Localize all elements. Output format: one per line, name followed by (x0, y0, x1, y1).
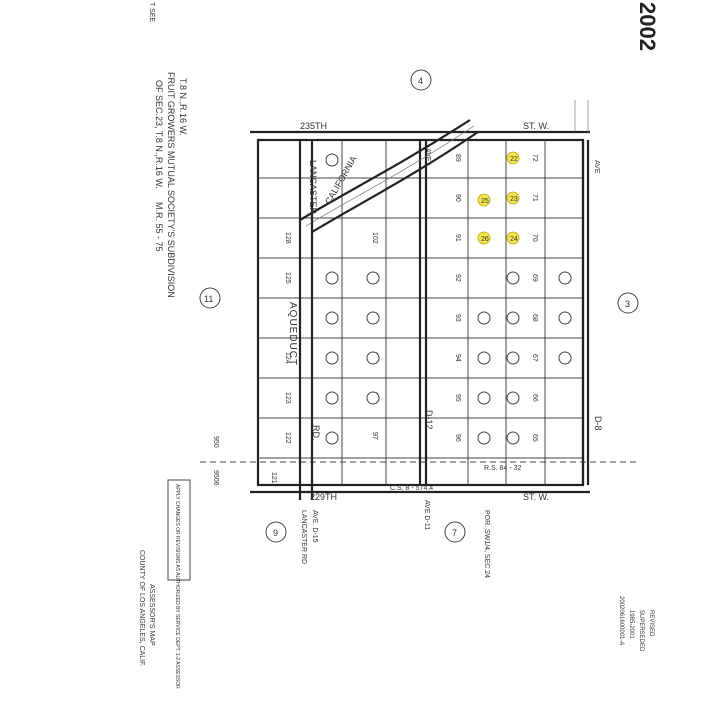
lot-numbers-col3: 89 90 91 92 93 94 95 96 (454, 154, 461, 442)
california-aqueduct (299, 119, 479, 233)
highlighted-parcel (477, 193, 491, 207)
corner-fragment: T SEE (148, 2, 155, 22)
lot-number: 91 (454, 234, 461, 242)
street-st-w-bottom: ST. W. (523, 492, 549, 502)
section-label: 4 (418, 76, 423, 86)
parcel-label: 26 (481, 236, 489, 243)
street-aqueduct: AQUEDUCT (287, 302, 298, 366)
revision-block: REVISED SUPERSEDED 1985-2001 20020616000… (618, 596, 654, 652)
lot-number: 69 (531, 274, 538, 282)
lot-number: 93 (454, 314, 461, 322)
lot-number: 94 (454, 354, 461, 362)
parcel-label: 25 (481, 198, 489, 205)
lot-number: 122 (284, 432, 291, 444)
note-box-text: APPLY CHANGES OR REVISIONS AS AUTHORIZED… (174, 484, 180, 689)
section-label: 11 (204, 294, 213, 304)
lot-number: 90 (454, 194, 461, 202)
parcel-label: 23 (510, 196, 518, 203)
lot-number: 123 (284, 392, 291, 404)
lot-number: 92 (454, 274, 461, 282)
section-circle-4: 4 (410, 69, 432, 91)
section-circle-3: 3 (617, 292, 639, 314)
section-circle-9: 9 (265, 521, 287, 543)
revision-line-1: REVISED (648, 610, 654, 637)
parcel-label: 24 (510, 236, 518, 243)
highlighted-parcel (506, 151, 520, 165)
map-title: T.8 N.,R.16 W. FRUIT GROWERS MUTUAL SOCI… (154, 72, 188, 298)
title-line-2: FRUIT GROWERS MUTUAL SOCIETY'S SUBDIVISI… (166, 72, 176, 298)
street-lancaster: LANCASTER (308, 160, 318, 215)
street-d8: D-8 (593, 416, 603, 431)
lot-number: 95 (454, 394, 461, 402)
edge-number-950: 950 (212, 436, 219, 448)
lot-number: 71 (531, 194, 538, 202)
section-label: 9 (273, 528, 278, 538)
lot-number: 97 (371, 432, 378, 440)
lot-numbers-col2: 102 101 100 99 98 97 (371, 232, 378, 440)
lot-number: 66 (531, 394, 538, 402)
lot-numbers-col1: 128 125 124 123 122 121 (270, 232, 291, 484)
highlighted-parcels: 22 23 24 25 26 (477, 151, 520, 245)
lot-number: 67 (531, 354, 538, 362)
section-label: 3 (625, 299, 630, 309)
street-lancaster-rd: RD. (311, 425, 321, 441)
por-sw-note: POR. SW1/4, SEC.24 (483, 510, 490, 578)
edge-number-9506: 9506 (212, 470, 219, 486)
lot-number: 65 (531, 434, 538, 442)
assessor-line-1: ASSESSOR'S MAP (148, 584, 155, 646)
street-lancaster-rd-bottom: LANCASTER RD (300, 510, 307, 564)
revision-line-3: 1985-2001 (628, 610, 634, 639)
section-label: 7 (452, 528, 457, 538)
lot-number: 121 (270, 472, 277, 484)
lot-number: 102 (371, 232, 378, 244)
page-number: 2002 (635, 2, 660, 51)
lot-number: 68 (531, 314, 538, 322)
edge-cs-note: C.S. 8 - 574.4 (390, 485, 433, 492)
highlighted-parcel (506, 231, 520, 245)
assessor-line-2: COUNTY OF LOS ANGELES, CALIF. (138, 550, 145, 667)
lot-number: 72 (531, 154, 538, 162)
highlighted-parcel (506, 191, 520, 205)
section-circle-11: 11 (199, 287, 221, 309)
title-line-4: M.R. 55 - 75 (154, 202, 164, 252)
street-d12-ave: AVE (424, 148, 431, 162)
street-ave-top: AVE (593, 160, 600, 174)
edge-rs-note: R.S. 84 - 32 (484, 465, 521, 472)
revision-line-2: SUPERSEDED (638, 610, 644, 652)
revision-line-4: 2002061600001-A (618, 596, 624, 645)
section-circle-7: 7 (444, 521, 466, 543)
lot-number: 70 (531, 234, 538, 242)
lot-number: 96 (454, 434, 461, 442)
parcel-circles (325, 153, 572, 445)
lot-number: 124 (284, 352, 291, 364)
street-235th: 235TH (300, 121, 327, 131)
note-box: APPLY CHANGES OR REVISIONS AS AUTHORIZED… (167, 479, 191, 689)
street-d12: D-12 (424, 410, 434, 430)
title-line-3: OF SEC.23, T.8 N.,R.16 W. (154, 80, 164, 189)
lot-number: 89 (454, 154, 461, 162)
street-st-w-top: ST. W. (523, 121, 549, 131)
street-229th: 229TH (310, 492, 337, 502)
lot-numbers-col4: 72 71 70 69 68 67 66 65 (531, 154, 538, 442)
title-line-1: T.8 N.,R.16 W. (178, 78, 188, 136)
lot-number: 125 (284, 272, 291, 284)
highlighted-parcel (477, 231, 491, 245)
street-ave-d15: AVE. D-15 (311, 510, 318, 543)
lot-number: 128 (284, 232, 291, 244)
parcel-label: 22 (510, 156, 518, 163)
street-ave-d11: AVE D-11 (423, 500, 430, 530)
